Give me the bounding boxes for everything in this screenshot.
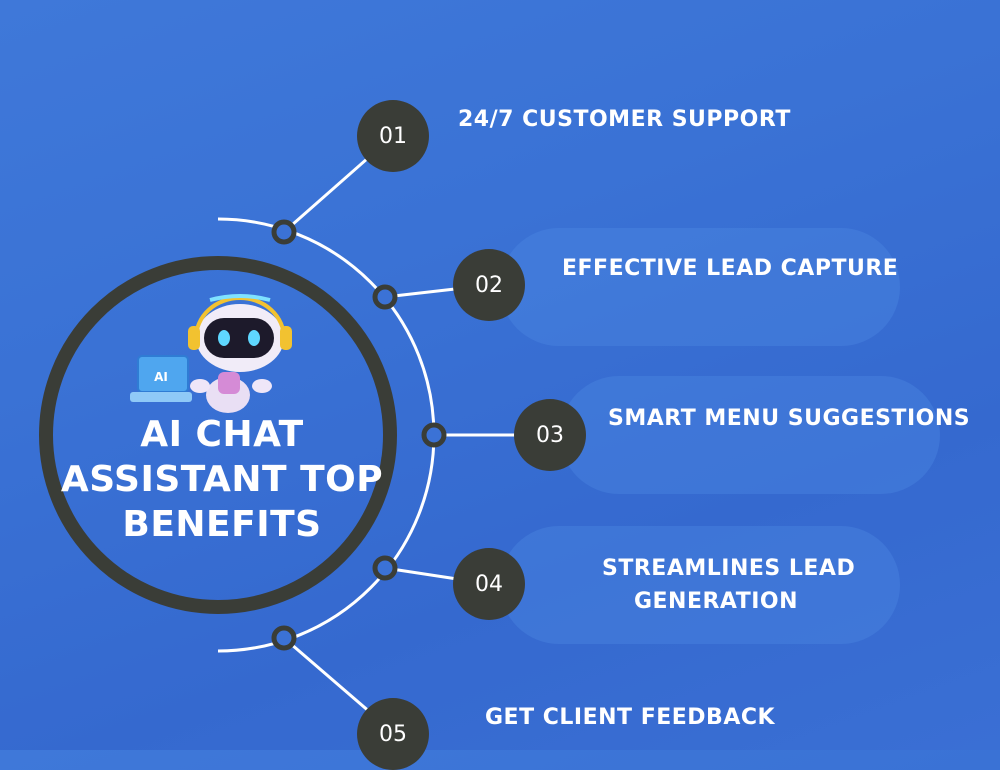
background-shape [500,228,900,346]
step-number-05: 05 [357,698,429,770]
step-label-05: GET CLIENT FEEDBACK [485,705,776,730]
step-number-04: 04 [453,548,525,620]
arc-node [372,555,398,581]
laptop-icon: AI [130,355,192,402]
step-label-04: STREAMLINES LEAD GENERATION [602,552,856,618]
background-shape [500,526,900,644]
hub-ring [39,256,397,614]
benefits-diagram: AI [39,219,447,651]
step-number-01: 01 [357,100,429,172]
title-line-3: BENEFITS [122,504,322,545]
step-label-03: SMART MENU SUGGESTIONS [608,406,971,431]
title-line-1: AI CHAT [140,414,304,455]
laptop-text: AI [154,370,168,384]
step-label-04-line1: STREAMLINES LEAD [602,556,856,581]
arc-node [372,284,398,310]
step-number-02: 02 [453,249,525,321]
arc-node [271,625,297,651]
robot-mascot-icon [188,294,292,413]
title-line-2: ASSISTANT TOP [60,459,384,500]
arc-node [271,219,297,245]
arc-node [421,422,447,448]
step-label-02: EFFECTIVE LEAD CAPTURE [562,256,899,281]
diagram-title: AI CHAT ASSISTANT TOP BENEFITS [52,412,392,547]
step-label-04-line2: GENERATION [633,589,799,614]
background-shape [560,376,940,494]
step-number-03: 03 [514,399,586,471]
step-label-01: 24/7 CUSTOMER SUPPORT [458,107,791,132]
